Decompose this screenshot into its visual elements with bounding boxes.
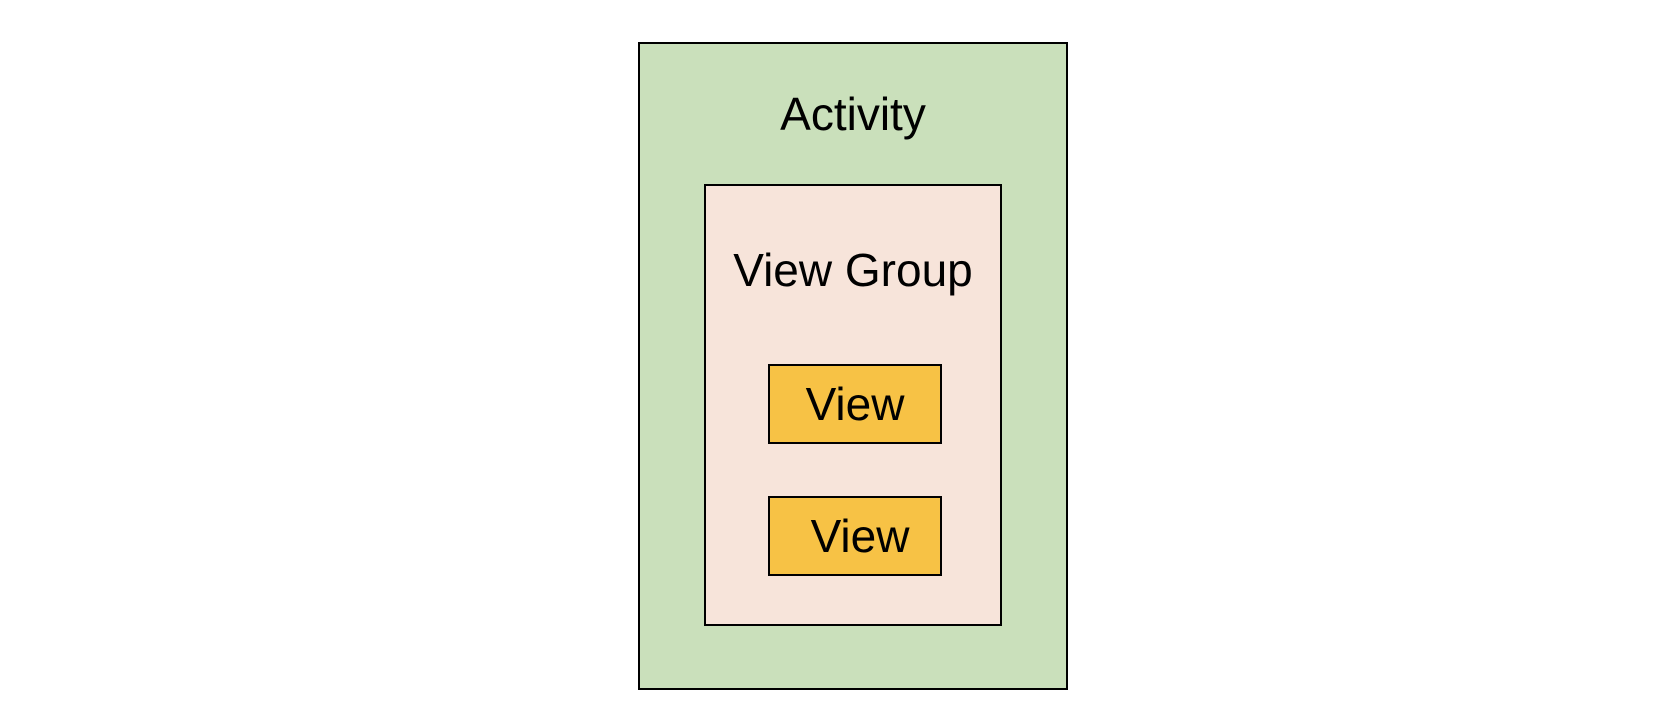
- view-box-1: View: [768, 364, 942, 444]
- activity-label: Activity: [780, 88, 926, 140]
- view-box-2: View: [768, 496, 942, 576]
- view-label-1: View: [805, 378, 905, 430]
- view-group-label: View Group: [733, 244, 973, 296]
- view-label-2: View: [810, 510, 910, 562]
